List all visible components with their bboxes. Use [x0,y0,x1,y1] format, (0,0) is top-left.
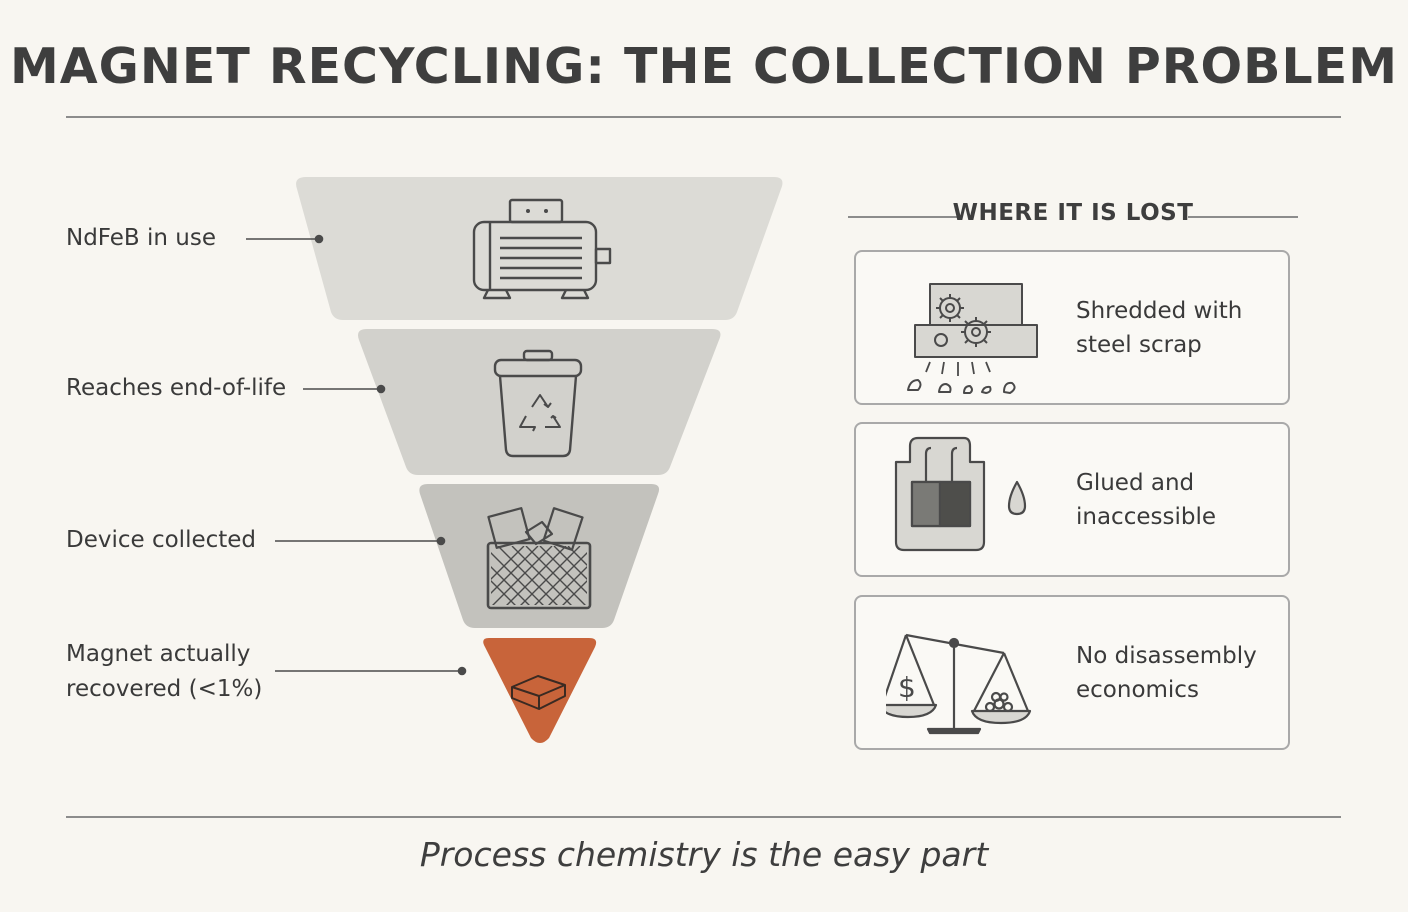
page-title: MAGNET RECYCLING: THE COLLECTION PROBLEM [9,38,1398,95]
stage-label-end-of-life: Reaches end-of-life [66,375,287,401]
stage-label-collected: Device collected [66,527,257,553]
header-rule-right [1188,216,1298,218]
footer-divider [66,816,1341,818]
svg-text:$: $ [898,671,916,704]
shredder-icon [907,283,1038,394]
loss-card-shredded: Shredded with steel scrap [854,250,1290,405]
stage-label-recovered: Magnet actually recovered (<1%) [66,641,263,702]
funnel-stage-4 [483,638,597,743]
loss-label-economics: No disassembly economics [1076,642,1257,703]
footer-caption: Process chemistry is the easy part [419,835,989,874]
loss-card-economics: $ No disassembly economics [854,595,1290,750]
stage-label-in-use: NdFeB in use [66,225,217,251]
funnel-stage-2 [358,329,721,475]
title-divider [66,116,1341,118]
loss-label-shredded: Shredded with steel scrap [1076,297,1243,358]
header-rule-left [848,216,958,218]
glue-bonded-device-icon [894,436,1027,552]
lost-header-text: WHERE IT IS LOST [952,200,1194,226]
collection-crate-icon [486,507,592,610]
lost-section-header: WHERE IT IS LOST [848,200,1298,230]
stage-leader-lines [246,234,467,676]
balance-scale-icon: $ [886,633,1032,735]
funnel-stage-3 [419,484,660,628]
magnet-block-icon [511,675,566,710]
electric-motor-icon [472,198,612,300]
recycling-bin-icon [493,349,583,458]
loss-card-glued: Glued and inaccessible [854,422,1290,577]
loss-label-glued: Glued and inaccessible [1076,469,1216,530]
